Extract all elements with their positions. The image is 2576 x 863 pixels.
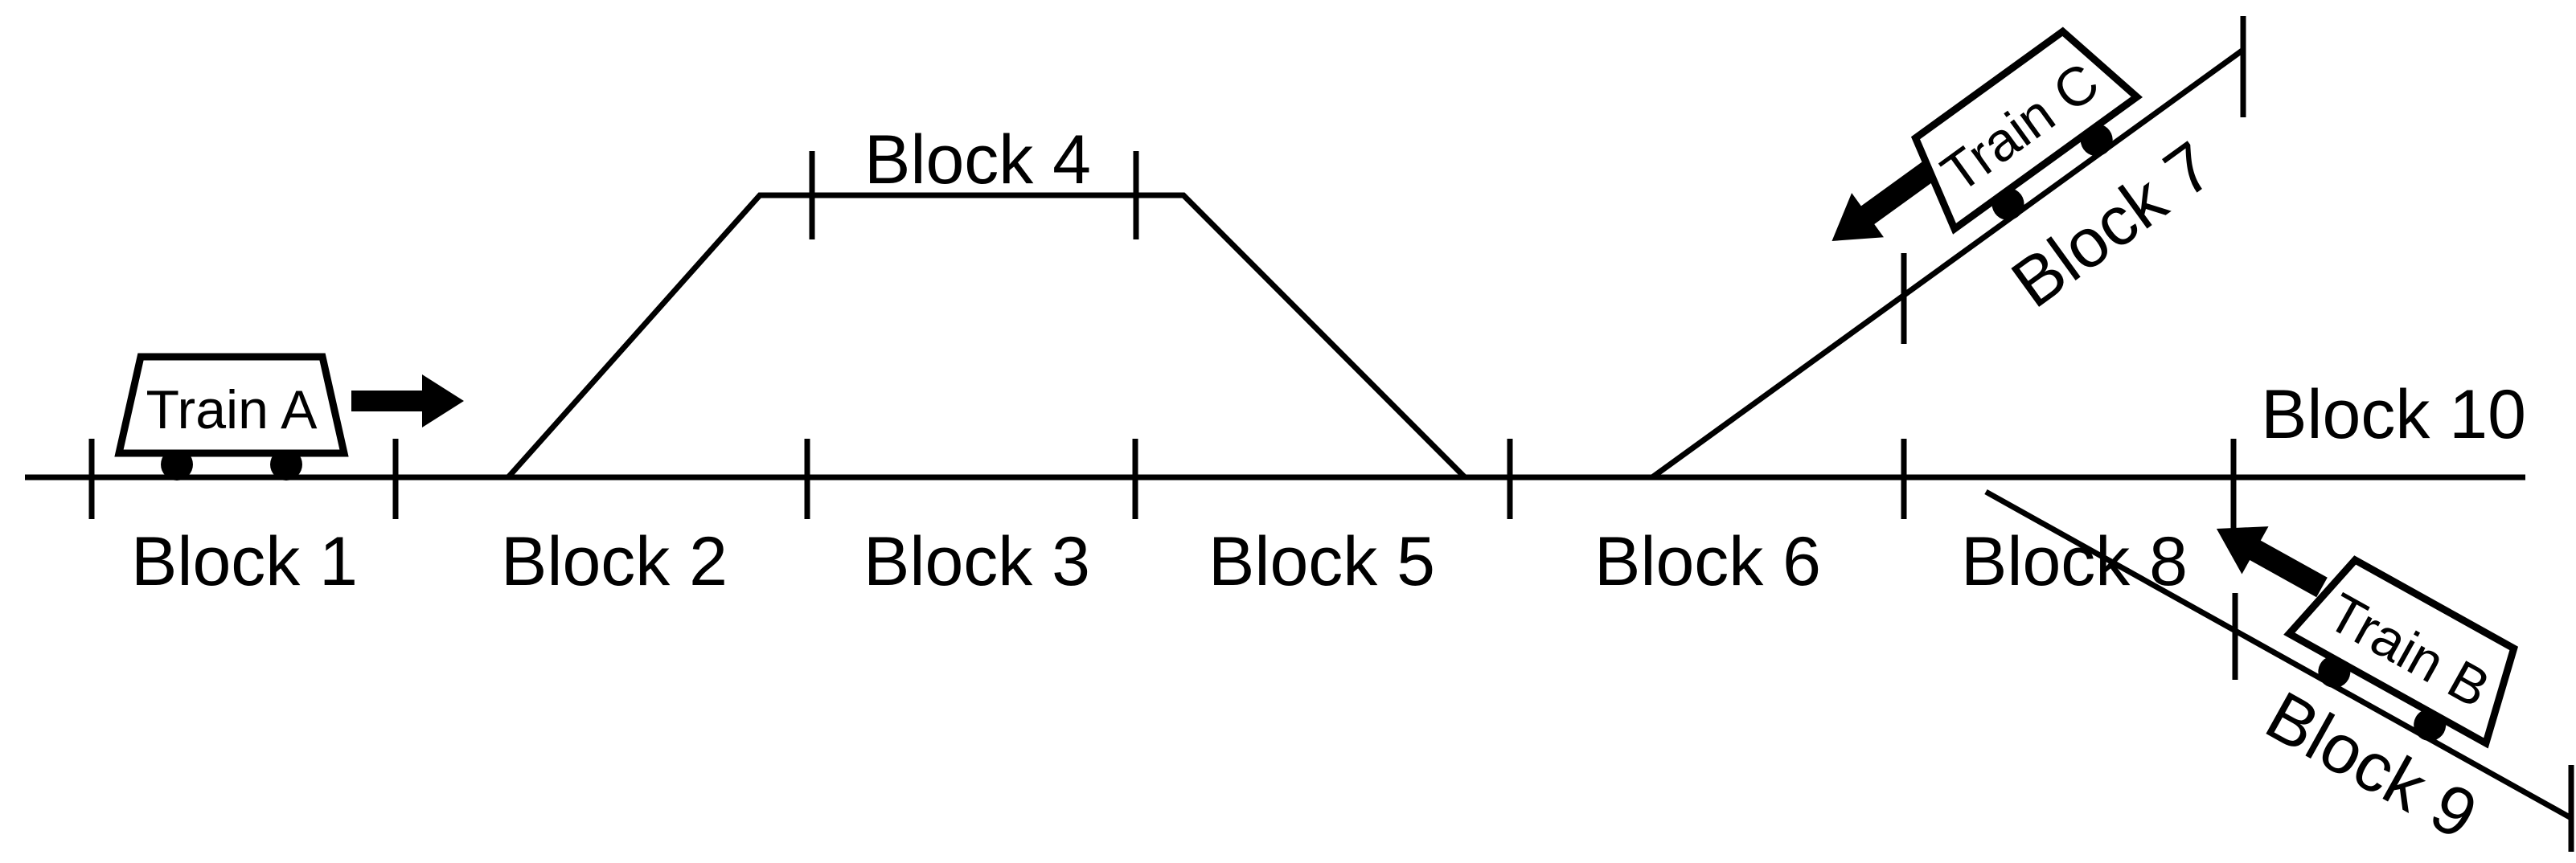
branch-track-block7 [1650, 47, 2246, 480]
block-2-label: Block 2 [501, 523, 728, 600]
train-b-direction-arrow-icon [2216, 526, 2328, 598]
block-4-label: Block 4 [864, 121, 1091, 198]
block-8-label: Block 8 [1961, 523, 2188, 600]
train-c-body [1910, 27, 2143, 235]
block-10-label: Block 10 [2261, 376, 2526, 453]
train-a-body [114, 353, 349, 457]
train-b-body [2283, 555, 2519, 749]
block-3-label: Block 3 [863, 523, 1090, 600]
block-5-label: Block 5 [1208, 523, 1435, 600]
right-arrow-icon [351, 374, 464, 427]
down-left-arrow-icon [1832, 161, 1937, 241]
branch-track-block9 [1984, 489, 2573, 821]
train-a: Train A [114, 353, 349, 481]
train-a-label: Train A [146, 379, 318, 440]
block-6-label: Block 6 [1594, 523, 1821, 600]
passing-loop-track-block4 [506, 192, 1467, 480]
train-a-direction-arrow-icon [351, 374, 464, 427]
train-c-direction-arrow-icon [1832, 161, 1937, 241]
block-1-label: Block 1 [131, 523, 358, 600]
up-left-arrow-icon [2216, 526, 2328, 598]
